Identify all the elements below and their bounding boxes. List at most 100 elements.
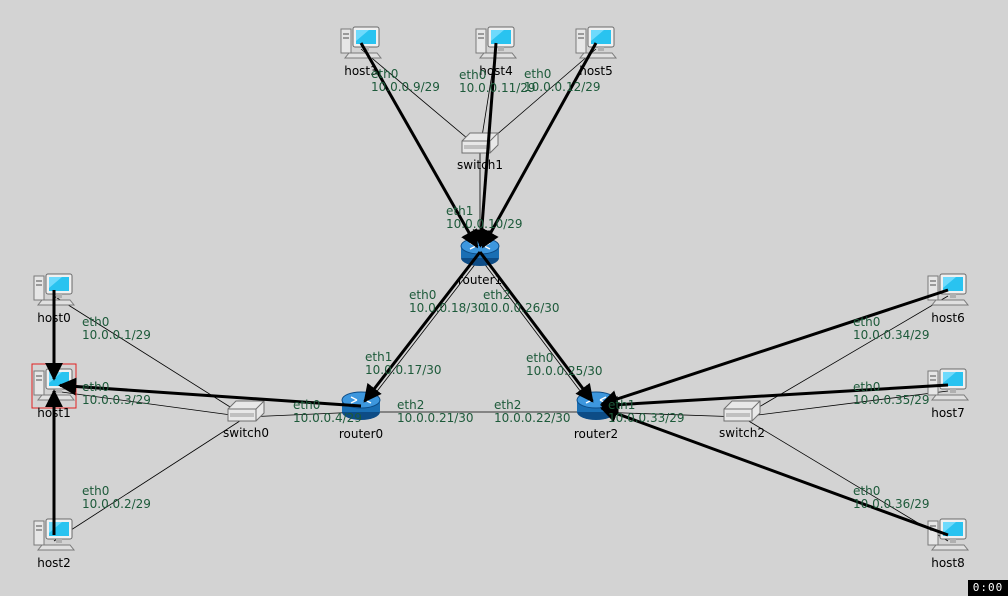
packet-arrow-router1-to-router0 <box>363 251 482 403</box>
node-label-router0: router0 <box>339 427 383 441</box>
node-host4[interactable]: host4 <box>475 26 517 78</box>
node-label-host7: host7 <box>931 406 965 420</box>
simulation-clock: 0:00 <box>968 580 1008 596</box>
interface-name: eth0 <box>459 68 486 82</box>
interface-name: eth0 <box>82 380 109 394</box>
link-host2-switch0[interactable] <box>53 416 247 542</box>
interface-ip: 10.0.0.21/30 <box>397 411 474 425</box>
interface-ip: 10.0.0.26/30 <box>483 301 560 315</box>
interface-name: eth1 <box>608 398 635 412</box>
link-switch2-host7[interactable] <box>741 390 949 418</box>
node-label-host5: host5 <box>579 64 613 78</box>
packet-arrow-host3-to-router1 <box>359 42 479 249</box>
interface-name: eth1 <box>365 350 392 364</box>
interface-ip: 10.0.0.1/29 <box>82 328 151 342</box>
switch-icon <box>461 132 499 154</box>
packet-arrow-router1-to-router2 <box>478 251 594 403</box>
interface-name: eth0 <box>82 315 109 329</box>
interface-name: eth0 <box>82 484 109 498</box>
interface-ip: 10.0.0.17/30 <box>365 363 442 377</box>
interface-name: eth0 <box>853 315 880 329</box>
interface-name: eth0 <box>524 67 551 81</box>
node-host8[interactable]: host8 <box>927 518 969 570</box>
computer-icon <box>927 273 969 306</box>
packet-arrow-router0-to-host1 <box>58 377 362 408</box>
interface-name: eth2 <box>397 398 424 412</box>
node-router2[interactable]: router2 <box>574 391 618 441</box>
packet-arrow-host7-to-router2 <box>600 383 949 414</box>
node-switch0[interactable]: switch0 <box>223 400 269 440</box>
packet-arrow-host6-to-router2 <box>599 288 949 408</box>
node-switch2[interactable]: switch2 <box>719 400 765 440</box>
link-switch0-router0[interactable] <box>245 411 362 418</box>
interface-ip: 10.0.0.18/30 <box>409 301 486 315</box>
node-label-host4: host4 <box>479 64 513 78</box>
link-router2-switch2[interactable] <box>595 411 743 418</box>
interface-ip: 10.0.0.33/29 <box>608 411 685 425</box>
interface-ip: 10.0.0.2/29 <box>82 497 151 511</box>
node-router1[interactable]: router1 <box>458 237 502 287</box>
computer-icon <box>575 26 617 59</box>
packet-arrow-host8-to-router2 <box>599 405 949 537</box>
node-label-switch0: switch0 <box>223 426 269 440</box>
interface-ip: 10.0.0.35/29 <box>853 393 930 407</box>
node-label-router1: router1 <box>458 273 502 287</box>
interface-name: eth0 <box>371 67 398 81</box>
interface-name: eth0 <box>853 380 880 394</box>
interface-name: eth0 <box>293 398 320 412</box>
link-switch2-host6[interactable] <box>741 295 949 418</box>
link-host1-switch0[interactable] <box>53 390 247 418</box>
interface-ip: 10.0.0.25/30 <box>526 364 603 378</box>
interface-name: eth1 <box>446 204 473 218</box>
packets-layer <box>45 42 949 537</box>
node-host5[interactable]: host5 <box>575 26 617 78</box>
node-label-router2: router2 <box>574 427 618 441</box>
packet-arrow-host4-to-router1 <box>472 42 498 248</box>
node-label-switch2: switch2 <box>719 426 765 440</box>
computer-icon <box>340 26 382 59</box>
interface-name: eth0 <box>526 351 553 365</box>
node-label-host3: host3 <box>344 64 378 78</box>
node-router0[interactable]: router0 <box>339 391 383 441</box>
node-host7[interactable]: host7 <box>927 368 969 420</box>
node-label-host6: host6 <box>931 311 965 325</box>
switch-icon <box>723 400 761 422</box>
packet-arrow-host5-to-router1 <box>481 42 598 249</box>
switch-icon <box>227 400 265 422</box>
node-host6[interactable]: host6 <box>927 273 969 325</box>
node-label-host8: host8 <box>931 556 965 570</box>
interface-ip: 10.0.0.4/29 <box>293 411 362 425</box>
interface-ip: 10.0.0.34/29 <box>853 328 930 342</box>
interface-name: eth2 <box>494 398 521 412</box>
interface-ip: 10.0.0.11/29 <box>459 81 536 95</box>
link-host3-switch1[interactable] <box>360 48 481 150</box>
interface-ip: 10.0.0.36/29 <box>853 497 930 511</box>
interface-ip: 10.0.0.22/30 <box>494 411 571 425</box>
interface-ip: 10.0.0.12/29 <box>524 80 601 94</box>
node-switch1[interactable]: switch1 <box>457 132 503 172</box>
nodes-layer: host0host1host2host3host4host5host6host7… <box>31 26 969 570</box>
link-switch2-host8[interactable] <box>741 416 949 542</box>
interface-ip: 10.0.0.10/29 <box>446 217 523 231</box>
interface-ip: 10.0.0.3/29 <box>82 393 151 407</box>
node-host2[interactable]: host2 <box>33 518 75 570</box>
node-label-host2: host2 <box>37 556 71 570</box>
link-host5-switch1[interactable] <box>479 48 597 150</box>
node-host3[interactable]: host3 <box>340 26 382 78</box>
